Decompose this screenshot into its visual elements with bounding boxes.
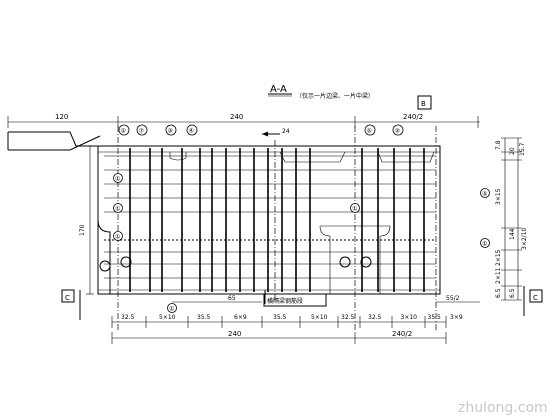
hole-1 (99, 260, 111, 272)
bubble-3a (165, 124, 177, 136)
right-dim-7: 2×15 (495, 249, 502, 266)
bottom-dim-label: 5×10 (159, 314, 176, 321)
inner-dim-left: 65 (228, 295, 236, 302)
bubble-bottom (167, 303, 177, 313)
left-height: 170 (79, 224, 86, 236)
bubble-bottom-label: ① (169, 306, 174, 313)
right-dim-4: 3×15 (495, 188, 502, 205)
section-title: A-A (270, 84, 287, 95)
bubble-side-4-label: ⑤ (482, 191, 487, 198)
section-mark-c-right: C (533, 294, 538, 302)
bottom-dim-label: 32.5 (368, 314, 382, 321)
callout-box (263, 293, 327, 307)
bubble-4-label: ④ (189, 128, 194, 135)
bubble-side-2-label: ① (115, 206, 120, 213)
bubble-side-6-label: ① (352, 206, 357, 213)
bottom-dim-row1: 32.5 5×10 35.5 6×9 35.5 5×10 32.5 32.5 3×10 35.5 3… (111, 314, 463, 328)
bubble-3a-label: ③ (168, 128, 173, 135)
right-dim-8: 2×11 (495, 267, 502, 284)
dim-half-span: 240/2 (403, 113, 423, 121)
haunch-3 (377, 151, 435, 163)
bubble-7 (136, 124, 148, 136)
cantilever-top (8, 131, 100, 147)
section-mark-c-left: C (65, 294, 70, 302)
bubble-side-4 (480, 188, 490, 198)
slope-arrow-head (262, 131, 268, 137)
bottom-dim-label: 35.5 (197, 314, 211, 321)
left-web-curve (97, 219, 111, 294)
section-c-left-box (61, 289, 75, 303)
dim-left-overhang: 120 (55, 113, 68, 121)
bubble-7-label: ⑦ (139, 128, 145, 135)
bubble-3b (392, 124, 404, 136)
right-dim-10: 6.5 (509, 288, 516, 298)
right-dim-1: 7.8 (495, 140, 502, 150)
bubble-2 (118, 124, 130, 136)
bottom-dim-label: 3×10 (401, 314, 418, 321)
bubble-5 (364, 124, 376, 136)
bubble-3b-label: ③ (395, 128, 400, 135)
cantilever-bottom (8, 135, 101, 151)
bottom-dim-label: 6×9 (234, 314, 247, 321)
bubble-2-label: ② (121, 128, 127, 135)
callout-text: 横隔梁钢筋段 (267, 297, 303, 305)
dim-main-span: 240 (230, 113, 243, 121)
bottom-dim-label: 3×9 (450, 314, 463, 321)
bottom-dim-label: 5×10 (311, 314, 328, 321)
watermark: zhulong.com (458, 400, 548, 416)
right-dim-3: 15.7 (519, 142, 526, 156)
bottom-dim-total-left: 240 (228, 330, 241, 338)
mid-web-curve-2 (379, 225, 391, 294)
bubble-side-1 (113, 173, 123, 183)
horizontal-rebar-group (104, 155, 436, 279)
right-dim-2: 20 (509, 147, 516, 155)
inner-dim-right: 55/2 (446, 295, 460, 302)
right-dim-9: 6.5 (495, 288, 502, 298)
bubble-side-3-label: ① (115, 234, 120, 241)
section-c-right-box (529, 289, 543, 303)
bubbles-side: ① ① ① ⑤ ① ① (113, 173, 490, 248)
bottom-dim-label: 32.5 (341, 314, 355, 321)
haunch-2 (279, 151, 346, 163)
bubble-side-3 (113, 231, 123, 241)
mid-web-curve-1 (319, 225, 331, 294)
haunch-1 (169, 152, 187, 161)
section-note: （仅示一片边梁、一片中梁） (296, 92, 374, 100)
right-dim-6: 3×2/10 (521, 227, 528, 250)
bubbles-top: ② ⑦ ③ ④ ⑤ ③ (118, 124, 404, 136)
hole-4 (360, 256, 372, 268)
vertical-rebar-group (129, 148, 425, 292)
hole-3 (339, 256, 351, 268)
section-mark-b: B (421, 100, 426, 108)
hole-2 (120, 256, 132, 268)
bottom-dim-label: 35.5 (428, 314, 442, 321)
bubble-5-label: ⑤ (367, 128, 372, 135)
bubble-side-6 (350, 203, 360, 213)
bottom-dim-label: 32.5 (121, 314, 135, 321)
bubble-side-1-label: ① (115, 176, 120, 183)
slope-label: 24 (282, 128, 290, 135)
section-mark-b-box (417, 95, 432, 110)
bottom-dim-label: 35.5 (273, 314, 287, 321)
bottom-dim-total-right: 240/2 (392, 330, 412, 338)
right-dim-5: 144 (509, 228, 516, 240)
right-dim-ticks (501, 137, 522, 301)
bubble-side-5 (480, 238, 490, 248)
bubble-side-5-label: ① (482, 241, 487, 248)
bubble-4 (186, 124, 198, 136)
bubble-side-2 (113, 203, 123, 213)
